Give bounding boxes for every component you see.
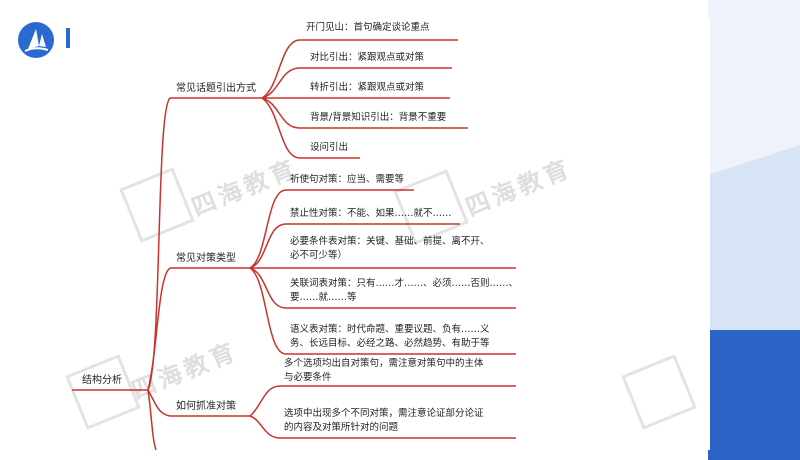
logo-divider bbox=[66, 28, 70, 48]
leaf-node: 开门见山：首句确定谈论重点 bbox=[306, 22, 430, 33]
leaf-node-line2: 务、长远目标、必经之路、必然趋势、有助于等 bbox=[290, 338, 490, 349]
leaf-node: 转折引出：紧跟观点或对策 bbox=[310, 82, 425, 93]
leaf-node-line1: 语义表对策：时代命题、重要议题、负有……义 bbox=[290, 324, 490, 335]
mind-map: 四海教育 四海教育 四海教育 bbox=[65, 18, 710, 450]
branch-topic-intro: 常见话题引出方式 bbox=[176, 83, 256, 94]
background-decoration bbox=[708, 0, 800, 460]
leaf-node-line2: 与必要条件 bbox=[284, 372, 332, 383]
leaf-node-line2: 要……就……等 bbox=[290, 292, 357, 303]
leaf-node-line1: 选项中出现多个不同对策，需注意论证部分论证 bbox=[284, 408, 484, 419]
leaf-node: 背景/背景知识引出：背景不重要 bbox=[310, 112, 447, 123]
leaf-node: 祈使句对策：应当、需要等 bbox=[290, 174, 405, 185]
branch-identify-countermeasures: 如何抓准对策 bbox=[176, 401, 236, 412]
leaf-node-line1: 多个选项均出自对策句，需注意对策句中的主体 bbox=[284, 358, 484, 369]
leaf-node-line1: 关联词表对策：只有……才……、必须……否则……、 bbox=[290, 278, 519, 289]
leaf-node: 禁止性对策：不能、如果……就不…… bbox=[290, 208, 452, 219]
leaf-node-line1: 必要条件表对策：关键、基础、前提、离不开、 bbox=[290, 236, 490, 247]
leaf-node: 设问引出 bbox=[310, 142, 349, 153]
connector-lines bbox=[72, 39, 516, 450]
leaf-node-line2: 的内容及对策所针对的问题 bbox=[284, 422, 399, 433]
branch-countermeasure-types: 常见对策类型 bbox=[176, 253, 236, 264]
leaf-node-line2: 必不可少等） bbox=[290, 250, 348, 261]
root-node: 结构分析 bbox=[82, 375, 122, 386]
leaf-node: 对比引出：紧跟观点或对策 bbox=[310, 52, 425, 63]
logo-icon bbox=[18, 22, 54, 58]
